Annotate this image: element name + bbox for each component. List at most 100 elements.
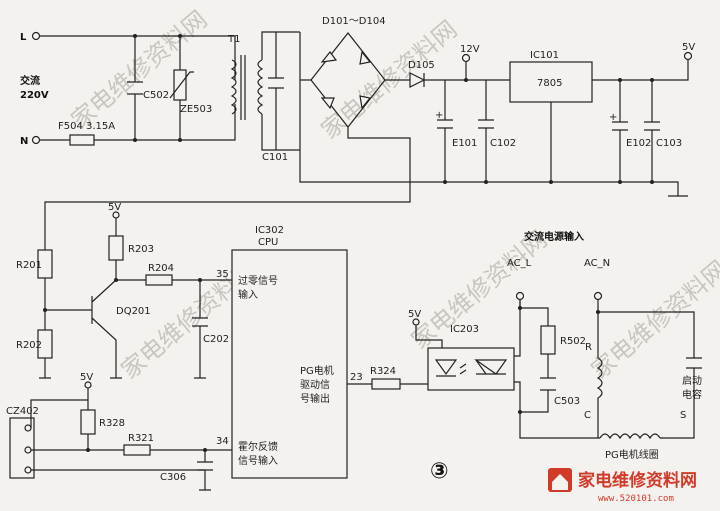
- wire-cz402-5v: [30, 399, 88, 428]
- junction-dot: [86, 448, 90, 452]
- label-cz402: CZ402: [6, 406, 39, 417]
- label-7805: 7805: [537, 78, 562, 89]
- junction-dot: [596, 310, 600, 314]
- wire-l: [40, 35, 236, 80]
- label-dq201: DQ201: [116, 306, 151, 317]
- label-fuse: F504 3.15A: [58, 121, 115, 132]
- regulator-ic101: [509, 61, 593, 103]
- terminal-5v: [683, 51, 693, 61]
- wire-r202-gnd: [39, 358, 51, 379]
- label-ac-l: AC_L: [507, 258, 532, 269]
- plus-sign: +: [609, 112, 617, 123]
- label-ac-voltage: 220V: [20, 90, 49, 101]
- label-start-2: 电容: [682, 388, 702, 401]
- wire-5v-out: [592, 60, 689, 81]
- junction-dot: [618, 78, 622, 82]
- diode-d104: [359, 95, 372, 110]
- label-c202: C202: [203, 334, 229, 345]
- wire-snubber: [520, 307, 549, 413]
- house-icon: [552, 474, 568, 490]
- label-r203: R203: [128, 244, 154, 255]
- label-r204: R204: [148, 263, 174, 274]
- label-coil: PG电机线圈: [605, 448, 659, 461]
- junction-dot: [484, 180, 488, 184]
- capacitor-c503: [540, 377, 556, 391]
- label-bridge: D101～D104: [322, 16, 386, 27]
- label-12v: 12V: [460, 44, 480, 55]
- connector-pin: [24, 424, 32, 432]
- label-5v: 5V: [682, 42, 695, 53]
- capacitor-c101: [268, 77, 284, 89]
- resistor-r204: [145, 274, 173, 286]
- brand-logo: 家电维修资料网 www.520101.com: [548, 468, 697, 504]
- resistor-r502: [540, 325, 556, 355]
- junction-dot: [518, 410, 522, 414]
- varistor-slash: [169, 71, 194, 99]
- wire-c306: [199, 450, 211, 491]
- capacitor-c502: [127, 81, 143, 95]
- label-r324: R324: [370, 366, 396, 377]
- capacitor-e102: [612, 121, 628, 131]
- label-n: N: [20, 136, 28, 147]
- transistor-dq201: [91, 279, 122, 379]
- watermark-text: 家电维修资料网: [66, 5, 213, 134]
- optocoupler-ic203: [427, 347, 515, 391]
- terminal-ac-l: [515, 291, 525, 301]
- wire-c202: [194, 280, 206, 379]
- label-t1: T1: [227, 34, 240, 45]
- brand-name: 家电维修资料网: [578, 470, 697, 491]
- junction-dot: [114, 278, 118, 282]
- connector-pin: [24, 446, 32, 454]
- label-r: R: [585, 342, 592, 353]
- power-supply-section: L N 交流 220V F504 3.15A C502 ZE503 T1 C10…: [20, 16, 695, 250]
- resistor-r321: [123, 444, 151, 456]
- zero-cross-section: R201 R202 DQ201 5V R203 R204 C202 IC302 …: [6, 202, 363, 491]
- label-e102: E102: [626, 138, 651, 149]
- label-zero-cross-1: 过零信号: [238, 274, 278, 287]
- wire-zero-cross: [44, 127, 411, 250]
- label-pg-out-3: 号输出: [300, 392, 330, 405]
- terminal-ac-n: [593, 291, 603, 301]
- label-l: L: [20, 32, 27, 43]
- watermark-text: 家电维修资料网: [406, 225, 553, 354]
- label-r502: R502: [560, 336, 586, 347]
- junction-dot: [618, 180, 622, 184]
- capacitor-c103: [644, 121, 660, 131]
- label-c101: C101: [262, 152, 288, 163]
- label-hall-2: 信号输入: [238, 454, 278, 467]
- label-c503: C503: [554, 396, 580, 407]
- junction-dot: [650, 78, 654, 82]
- junction-dot: [133, 34, 137, 38]
- label-zero-cross-2: 输入: [238, 288, 258, 301]
- capacitor-start: [686, 357, 702, 369]
- label-e101: E101: [452, 138, 477, 149]
- cpu-ic302: [231, 249, 348, 479]
- label-ic101: IC101: [530, 50, 559, 61]
- wire-collector: [115, 260, 146, 281]
- capacitor-e101: [437, 119, 453, 129]
- fuse-f504: [69, 134, 95, 146]
- light-arrows: [459, 363, 467, 375]
- capacitor-c306: [197, 461, 213, 471]
- resistor-r324: [371, 378, 401, 390]
- resistor-r328: [80, 409, 96, 435]
- label-ac-input: 交流: [20, 74, 40, 87]
- diode-d103: [320, 97, 335, 110]
- capacitor-c202: [192, 317, 208, 327]
- label-ic203: IC203: [450, 324, 479, 335]
- junction-dot: [178, 138, 182, 142]
- label-c102: C102: [490, 138, 516, 149]
- junction-dot: [518, 306, 522, 310]
- plus-sign: +: [435, 110, 443, 121]
- winding-s: [599, 433, 661, 440]
- label-c: C: [584, 410, 591, 421]
- watermark-layer: 家电维修资料网 家电维修资料网 家电维修资料网 家电维修资料网 家电维修资料网: [66, 5, 720, 384]
- label-ic302: IC302: [255, 225, 284, 236]
- diode-d105: [409, 72, 426, 88]
- terminal-n: [31, 135, 41, 145]
- terminal-12v: [461, 53, 471, 63]
- transformer-secondary: [257, 59, 264, 115]
- triac-symbol: [474, 359, 508, 375]
- terminal-l: [31, 31, 41, 41]
